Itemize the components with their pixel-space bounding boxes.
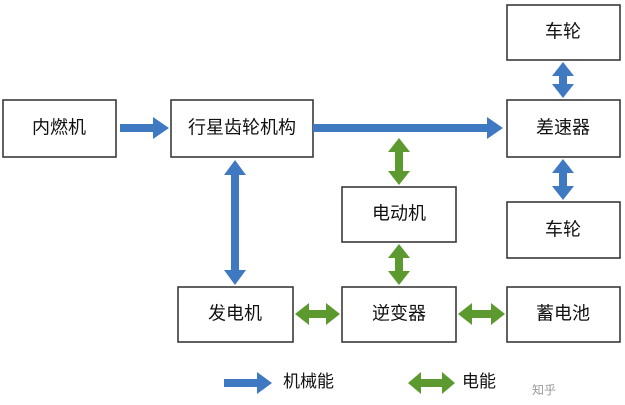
engine-box — [2, 99, 117, 158]
inverter-label: 逆变器 — [372, 304, 426, 325]
generator-box — [177, 286, 294, 343]
motor-box — [341, 186, 457, 243]
battery-label: 蓄电池 — [536, 304, 590, 325]
generator-label: 发电机 — [208, 304, 262, 325]
wheel-bottom-box — [506, 201, 621, 259]
elec-arrow-inverter-battery — [458, 303, 505, 325]
elec-arrow-motor-inverter — [388, 244, 410, 285]
wheel-top-label: 车轮 — [545, 22, 581, 43]
engine-label: 内燃机 — [32, 118, 86, 139]
legend-electrical-arrow — [408, 372, 455, 394]
battery-box — [506, 286, 621, 343]
elec-arrow-shaft-motor — [388, 138, 410, 185]
wheel-top-box — [506, 4, 621, 61]
legend-mechanical-label: 机械能 — [283, 372, 334, 392]
legend: 机械能 电能 — [224, 372, 496, 394]
mech-arrow-differential-wheel-top — [552, 62, 574, 98]
watermark: 知乎 — [532, 383, 556, 397]
planetary-gear-label: 行星齿轮机构 — [188, 118, 296, 139]
planetary-gear-box — [170, 99, 314, 158]
inverter-box — [341, 286, 457, 343]
elec-arrow-generator-inverter — [295, 303, 340, 325]
legend-mechanical-arrow — [224, 372, 272, 394]
mech-arrow-engine-to-planetary — [120, 117, 169, 139]
motor-label: 电动机 — [372, 204, 426, 225]
mech-arrow-planetary-generator — [224, 160, 246, 285]
differential-label: 差速器 — [536, 118, 590, 139]
mech-arrow-planetary-to-differential — [313, 117, 503, 139]
wheel-bottom-label: 车轮 — [545, 220, 581, 241]
differential-box — [506, 99, 621, 158]
legend-electrical-label: 电能 — [462, 372, 496, 392]
mech-arrow-differential-wheel-bottom — [552, 159, 574, 200]
